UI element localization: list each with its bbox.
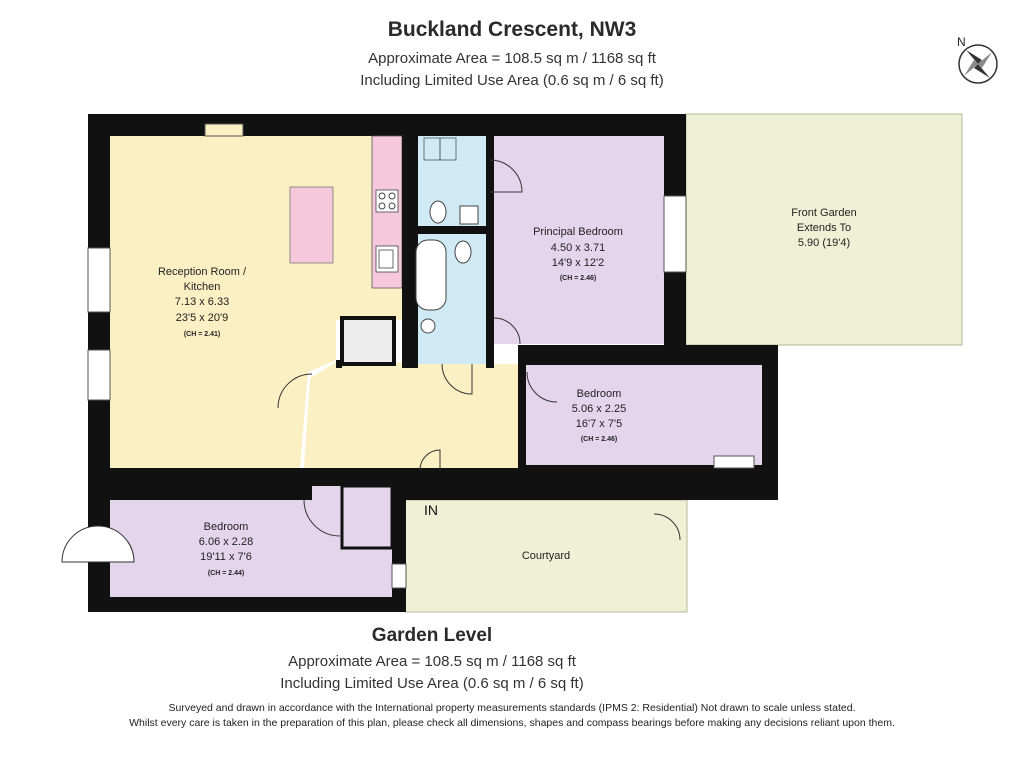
disclaimer-line-1: Surveyed and drawn in accordance with th…: [168, 702, 856, 714]
svg-text:Front Garden: Front Garden: [791, 207, 856, 219]
basin-icon: [459, 205, 479, 225]
toilet-icon-2: [454, 240, 472, 264]
basin-icon-2: [420, 318, 436, 334]
svg-text:16'7 x 7'5: 16'7 x 7'5: [576, 418, 622, 430]
level-title: Garden Level: [371, 625, 493, 646]
svg-text:Extends To: Extends To: [797, 222, 851, 234]
entrance-arrow-icon: [426, 483, 438, 496]
reception-kitchen-label: Reception Room / Kitchen 7.13 x 6.33 23'…: [158, 266, 247, 338]
bedroom-left-label: Bedroom 6.06 x 2.28 19'11 x 7'6 (CH = 2.…: [199, 521, 253, 577]
windows: [87, 195, 755, 589]
toilet-icon: [429, 200, 447, 224]
interior-walls: [304, 345, 526, 500]
svg-text:6.06 x 2.28: 6.06 x 2.28: [199, 536, 253, 548]
hob-icon: [375, 189, 399, 213]
hallway-floor: [304, 362, 518, 468]
svg-text:4.50 x 3.71: 4.50 x 3.71: [551, 242, 605, 254]
bedroom-right-label: Bedroom 5.06 x 2.25 16'7 x 7'5 (CH = 2.4…: [572, 388, 626, 443]
svg-text:Principal Bedroom: Principal Bedroom: [533, 226, 623, 238]
principal-bedroom-label: Principal Bedroom 4.50 x 3.71 14'9 x 12'…: [533, 226, 623, 282]
shower-icon: [423, 137, 457, 161]
svg-text:19'11 x 7'6: 19'11 x 7'6: [200, 551, 252, 563]
principal-bedroom-floor: [494, 136, 664, 344]
svg-text:(CH = 2.46): (CH = 2.46): [581, 436, 617, 443]
kitchen-sink-icon: [375, 245, 399, 273]
svg-text:5.06 x 2.25: 5.06 x 2.25: [572, 403, 626, 415]
fireplace: [204, 123, 244, 137]
cupboard: [340, 316, 396, 366]
svg-text:(CH = 2.46): (CH = 2.46): [560, 275, 596, 282]
entrance-label: IN: [424, 502, 438, 518]
level-area: Approximate Area = 108.5 sq m / 1168 sq …: [288, 653, 576, 670]
svg-text:14'9 x 12'2: 14'9 x 12'2: [552, 257, 605, 269]
level-limited-use-area: Including Limited Use Area (0.6 sq m / 6…: [280, 675, 584, 692]
wardrobe: [340, 484, 394, 550]
front-garden-area: [685, 113, 963, 346]
svg-text:Bedroom: Bedroom: [204, 521, 249, 533]
kitchen-island: [289, 186, 334, 264]
disclaimer-line-2: Whilst every care is taken in the prepar…: [129, 717, 895, 729]
front-garden-label: Front Garden Extends To 5.90 (19'4): [791, 207, 856, 249]
svg-text:Kitchen: Kitchen: [184, 281, 221, 293]
doors: [61, 159, 681, 563]
svg-text:23'5 x 20'9: 23'5 x 20'9: [176, 312, 229, 324]
limited-use-area: Including Limited Use Area (0.6 sq m / 6…: [360, 72, 664, 89]
svg-text:(CH = 2.41): (CH = 2.41): [184, 331, 220, 338]
bedroom-right-floor: [526, 365, 762, 465]
svg-text:Bedroom: Bedroom: [577, 388, 622, 400]
svg-text:7.13 x 6.33: 7.13 x 6.33: [175, 296, 229, 308]
courtyard-area: [404, 499, 688, 613]
compass-rose-icon: N: [957, 35, 998, 84]
svg-text:5.90 (19'4): 5.90 (19'4): [798, 237, 850, 249]
svg-text:(CH = 2.44): (CH = 2.44): [208, 570, 244, 577]
svg-text:Reception Room /: Reception Room /: [158, 266, 247, 278]
compass-north-label: N: [957, 35, 966, 49]
total-area: Approximate Area = 108.5 sq m / 1168 sq …: [368, 50, 656, 67]
plan-title: Buckland Crescent, NW3: [387, 18, 637, 41]
courtyard-label: Courtyard: [522, 550, 570, 562]
bedroom-left-floor: [110, 486, 392, 597]
bathtub-icon: [415, 239, 447, 311]
